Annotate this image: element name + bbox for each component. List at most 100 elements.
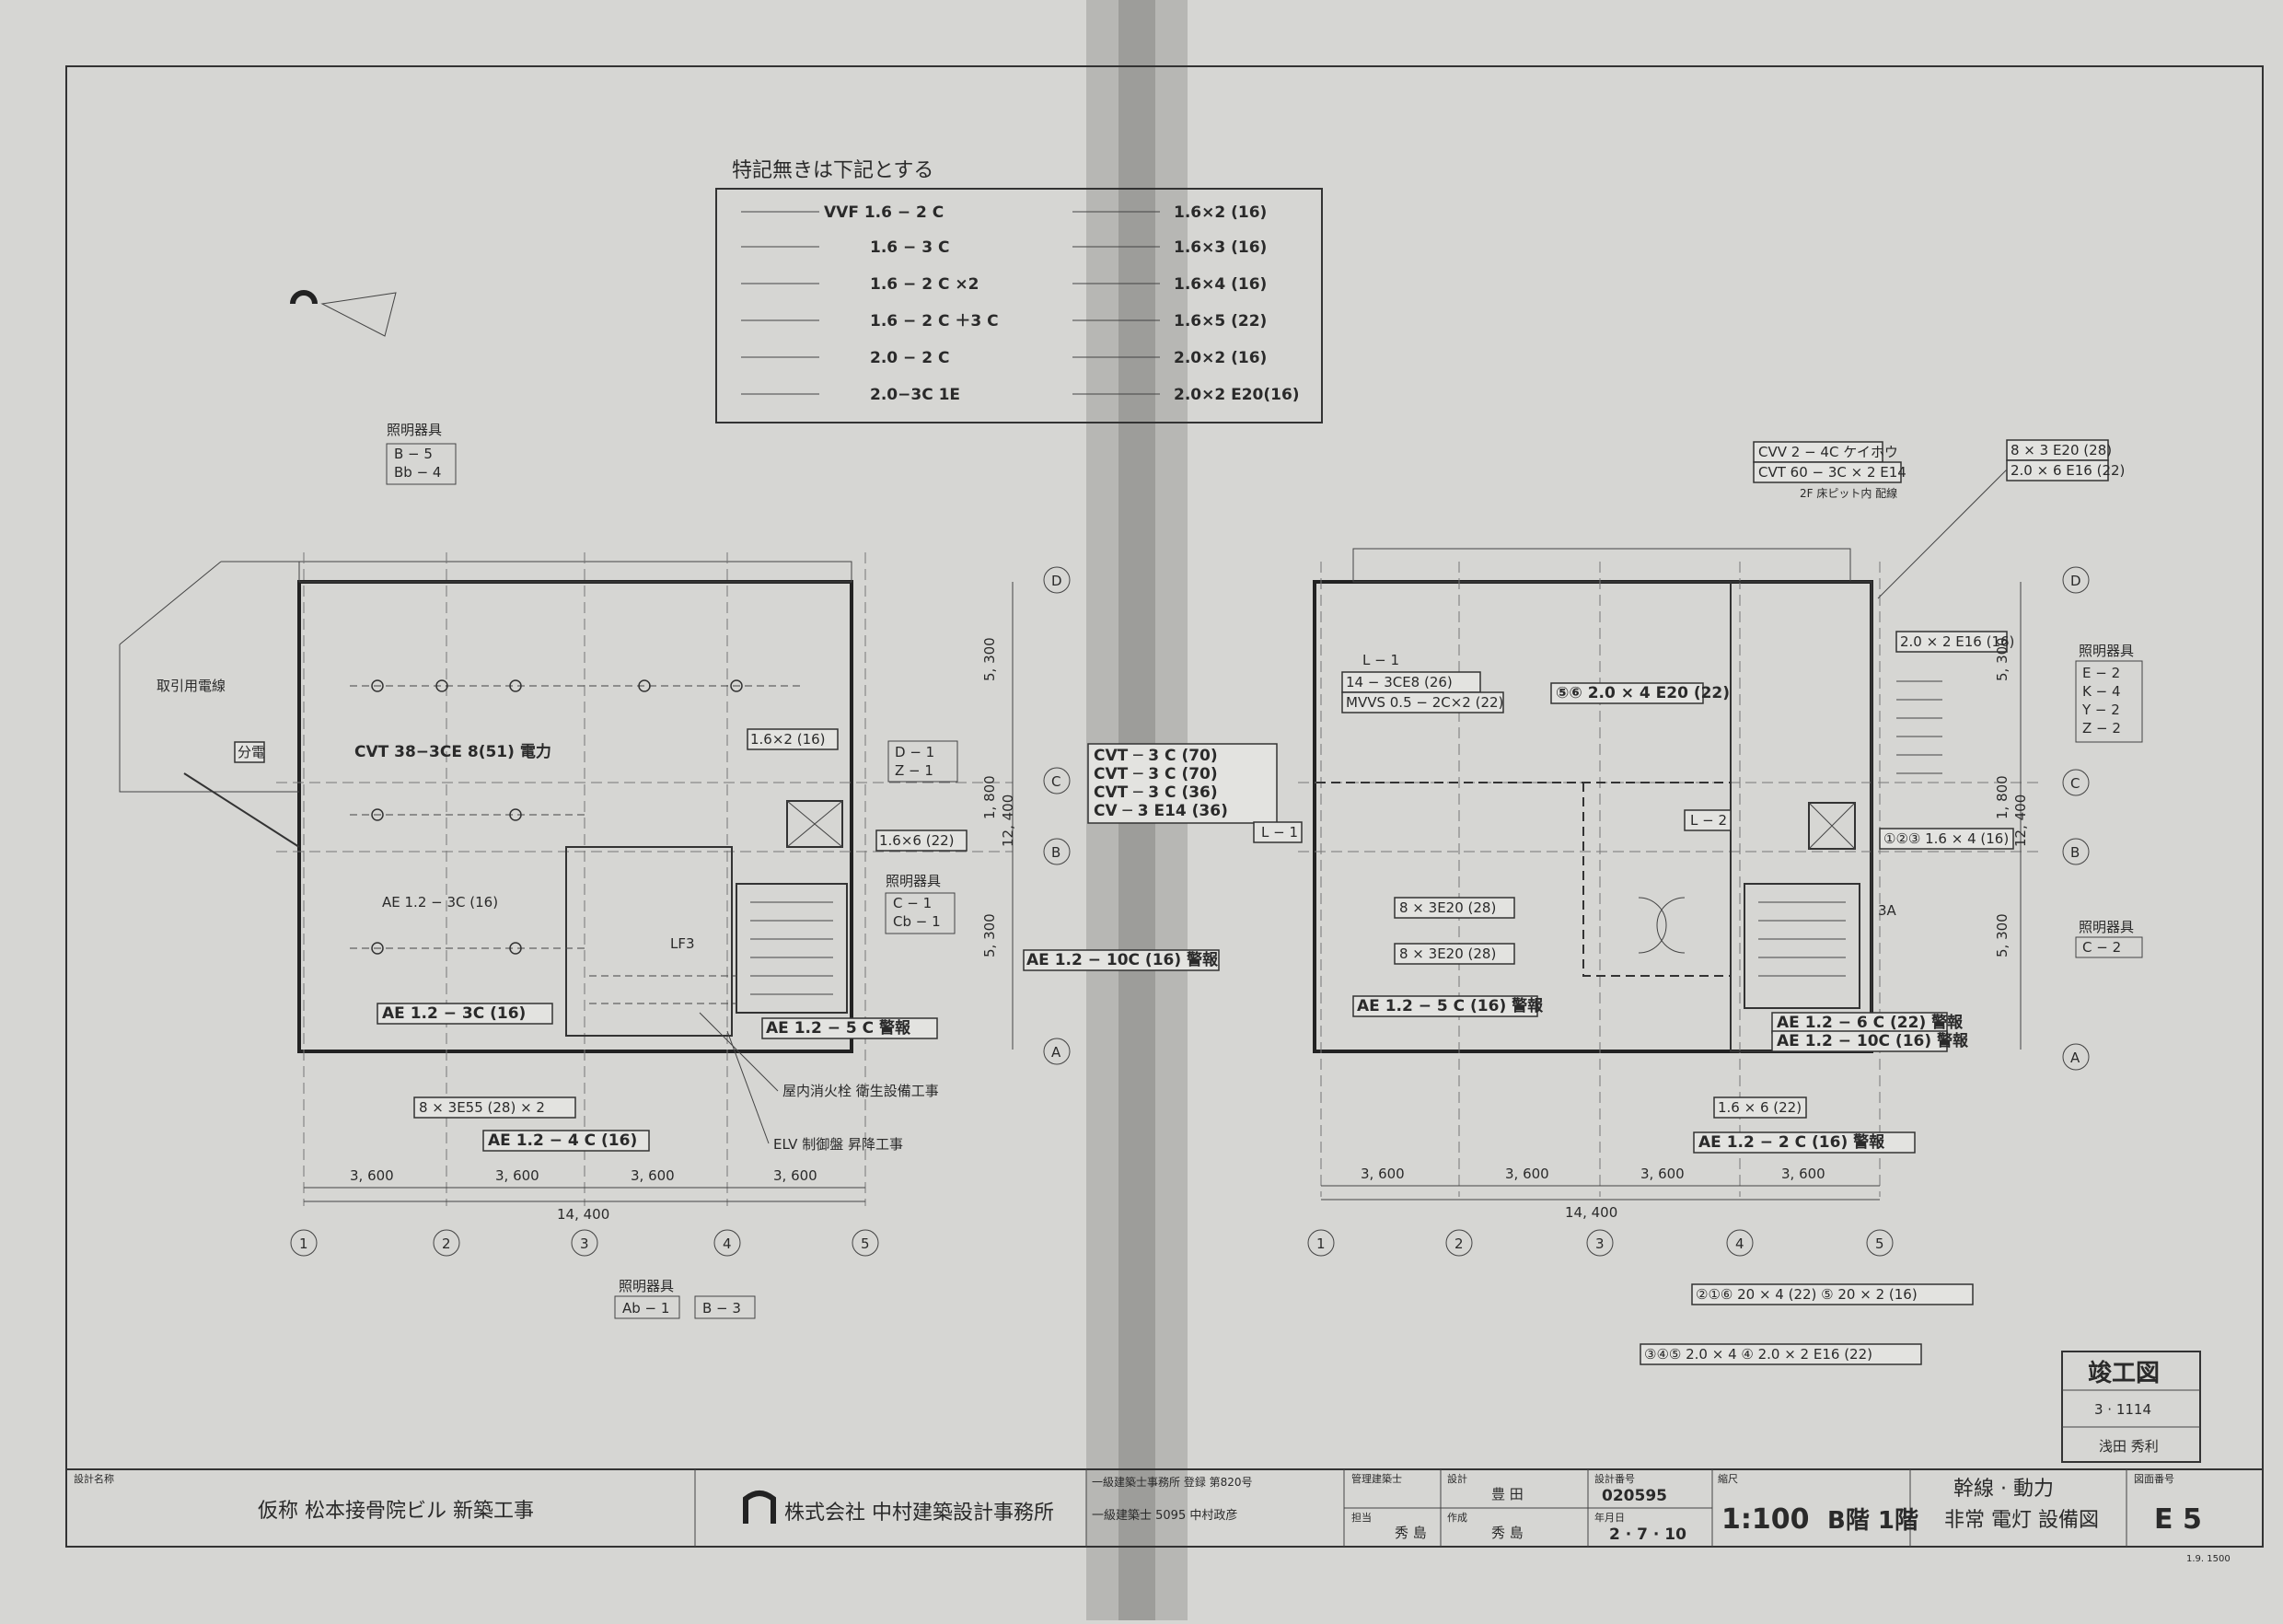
label-3a: 3A [1878, 902, 1897, 919]
left-dim-total: 14, 400 [557, 1206, 609, 1223]
fixture-3-0: D − 1 [895, 744, 934, 760]
tb-manager-label: 管理建築士 [1351, 1472, 1402, 1485]
left-rdim-2: 5, 300 [981, 913, 998, 957]
tb-sheet-label: 図面番号 [2134, 1473, 2174, 1485]
label-wire16x6: 1.6×6 (22) [879, 832, 955, 849]
office-logo-icon [743, 1491, 776, 1524]
legend-right-0: 1.6×2 (16) [1174, 203, 1267, 222]
right-rdim-1: 1, 800 [1994, 775, 2011, 819]
fixture-2-1: Cb − 1 [893, 913, 941, 930]
right-floor-plan: CVV 2 − 4C ケイホウ CVT 60 − 3C × 2 E14 2F 床… [1253, 439, 2143, 1365]
left-grid-letter-D: D [1051, 573, 1062, 589]
legend-right-2: 1.6×4 (16) [1174, 275, 1267, 294]
tb-scale: 1:100 [1721, 1503, 1810, 1536]
label-l2: L − 2 [1690, 812, 1727, 829]
label-hikikomi: 取引用電線 [156, 678, 226, 694]
right-grid-letter-B: B [2070, 844, 2080, 861]
label-ae4: AE 1.2 − 5 C 警報 [766, 1018, 911, 1038]
right-grid-num-5: 5 [1875, 1235, 1884, 1252]
legend-right-4: 2.0×2 (16) [1174, 349, 1267, 367]
left-grid-num-3: 3 [580, 1235, 589, 1252]
tb-design: 豊 田 [1491, 1486, 1524, 1502]
label-ae2: AE 1.2 − 3C (16) [382, 1004, 526, 1023]
fixture-4-1: B − 3 [702, 1300, 741, 1317]
legend-left-5: 2.0−3C 1E [870, 386, 960, 404]
legend-left-3: 1.6 − 2 C ＋3 C [870, 312, 999, 331]
fixture-r-3: Z − 2 [2082, 720, 2121, 737]
left-grid-num-2: 2 [442, 1235, 451, 1252]
right-rdim-2: 5, 300 [1994, 913, 2011, 957]
label-cvt2: CVT 60 − 3C × 2 E14 [1758, 464, 1906, 481]
tb-date-label: 年月日 [1594, 1511, 1625, 1524]
left-floor-plan: 照明器具 B − 5 Bb − 4 取引用電線 分電 CVT 38−3CE 8(… [119, 422, 1220, 1319]
left-grid-num-1: 1 [299, 1235, 308, 1252]
label-box1: ②①⑥ 20 × 4 (22) ⑤ 20 × 2 (16) [1696, 1286, 1918, 1303]
tb-office: 株式会社 中村建築設計事務所 [784, 1502, 1054, 1525]
left-grid-bubbles: 1 2 3 4 5 D C B A [290, 566, 1071, 1257]
right-rdim-0: 5, 300 [1994, 637, 2011, 681]
tb-drawn-label: 担当 [1351, 1511, 1372, 1524]
left-grid-letter-B: B [1051, 844, 1060, 861]
label-w56: ⑤⑥ 2.0 × 4 E20 (22) [1556, 684, 1730, 702]
right-grid-num-3: 3 [1595, 1235, 1605, 1252]
label-note-small: 2F 床ピット内 配線 [1800, 486, 1897, 500]
legend-left-0: VVF 1.6 − 2 C [824, 203, 944, 222]
left-dim-1: 3, 600 [495, 1167, 539, 1184]
right-grid-letter-C: C [2070, 775, 2080, 792]
feeder-0: CVT ─ 3 C (70) [1094, 747, 1218, 765]
tb-footnote: 1.9. 1500 [2186, 1554, 2231, 1564]
stamp-name: 浅田 秀利 [2099, 1438, 2159, 1455]
left-wiring [350, 685, 801, 1004]
tb-date: 2 · 7 · 10 [1609, 1525, 1686, 1544]
left-rdim-0: 5, 300 [981, 637, 998, 681]
legend-rows: VVF 1.6 − 2 C 1.6×2 (16) 1.6 − 3 C 1.6×3… [741, 203, 1300, 404]
label-cvv: CVV 2 − 4C ケイホウ [1758, 444, 1898, 460]
fixture-rb-0: C − 2 [2082, 939, 2121, 956]
left-grid-num-4: 4 [723, 1235, 732, 1252]
label-ae-d: AE 1.2 − 2 C (16) 警報 [1698, 1132, 1885, 1152]
tb-drawn: 秀 島 [1395, 1525, 1427, 1541]
legend-frame [715, 188, 1323, 423]
label-ae3: AE 1.2 − 10C (16) 警報 [1026, 950, 1219, 969]
right-grid-letter-A: A [2070, 1050, 2080, 1066]
tb-number: 020595 [1602, 1487, 1667, 1505]
label-wire16x2: 1.6×2 (16) [750, 731, 826, 748]
right-grid-letter-D: D [2070, 573, 2081, 589]
label-cvt: CVT 38−3CE 8(51) 電力 [354, 742, 551, 761]
label-w8b: 8 × 3E20 (28) [1399, 945, 1496, 962]
north-arrow-icon [290, 290, 397, 337]
tb-project-label: 設計名称 [74, 1472, 114, 1485]
legend-left-4: 2.0 − 2 C [870, 349, 949, 367]
right-dim-2: 3, 600 [1640, 1166, 1685, 1182]
feeder-3: CV ─ 3 E14 (36) [1094, 802, 1228, 820]
legend-right-3: 1.6×5 (22) [1174, 312, 1267, 331]
left-dim-0: 3, 600 [350, 1167, 394, 1184]
feeder-2: CVT ─ 3 C (36) [1094, 783, 1218, 802]
label-top-r1: 8 × 3 E20 (28) [2011, 442, 2112, 458]
right-dim-0: 3, 600 [1361, 1166, 1405, 1182]
label-ae1: AE 1.2 − 3C (16) [382, 894, 498, 911]
left-rdim-1: 1, 800 [981, 775, 998, 819]
label-w16x6: 1.6 × 6 (22) [1718, 1099, 1802, 1116]
tb-reg1: 一級建築士事務所 登録 第820号 [1092, 1475, 1253, 1489]
stamp-title: 竣工図 [2088, 1359, 2160, 1387]
fixture-3-1: Z − 1 [895, 762, 933, 779]
label-box2: ③④⑤ 2.0 × 4 ④ 2.0 × 2 E16 (22) [1644, 1346, 1872, 1363]
tb-title-2a: 幹線 · 動力 [1953, 1478, 2054, 1501]
fixture-r-1: K − 4 [2082, 683, 2120, 700]
label-top-r2: 2.0 × 6 E16 (22) [2011, 462, 2125, 479]
stamp-no: 3 · 1114 [2094, 1401, 2151, 1418]
right-dim-3: 3, 600 [1781, 1166, 1825, 1182]
label-ae5: AE 1.2 − 4 C (16) [488, 1131, 637, 1150]
tb-sheet: E 5 [2154, 1503, 2202, 1536]
tb-title-1: B階 1階 [1827, 1507, 1918, 1535]
right-grid-bubbles: 1 2 3 4 5 D C B A [1307, 566, 2090, 1257]
tb-scale-label: 縮尺 [1718, 1472, 1738, 1485]
label-note2: ELV 制御盤 昇降工事 [773, 1136, 903, 1153]
fixture-head-1: 照明器具 [387, 422, 442, 438]
left-light-fixtures [371, 679, 743, 955]
fixture-1-0: B − 5 [394, 446, 433, 462]
fixture-head-r: 照明器具 [2079, 643, 2134, 659]
label-w8x3: 8 × 3E55 (28) × 2 [419, 1099, 545, 1116]
